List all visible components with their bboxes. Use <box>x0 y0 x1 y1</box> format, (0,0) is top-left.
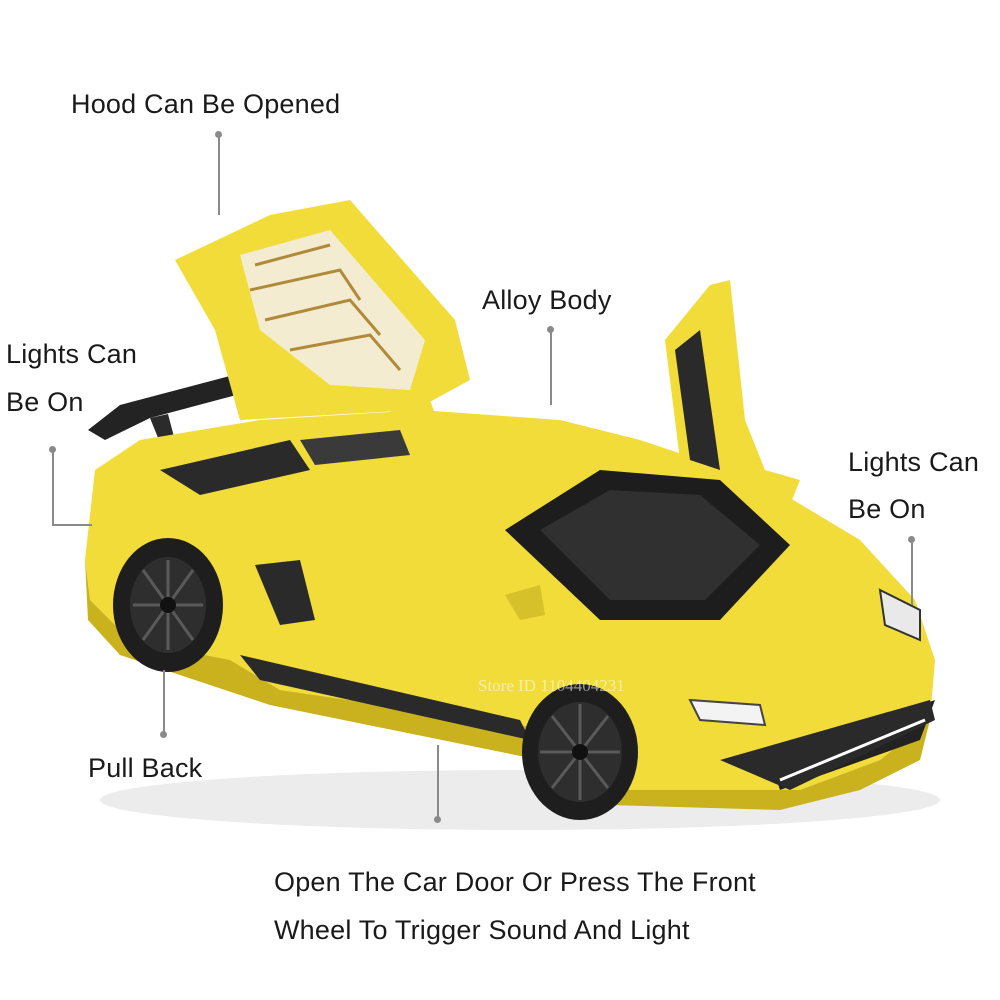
lights-left-label-line1: Lights Can <box>6 339 138 369</box>
front-wheel <box>522 684 638 820</box>
lights-left-label-line2: Be On <box>6 387 84 417</box>
door-label-line1: Open The Car Door Or Press The Front <box>274 867 756 897</box>
headlight <box>688 588 921 727</box>
alloy-body-label: Alloy Body <box>482 285 612 315</box>
pull-back-leader-dot <box>160 731 167 738</box>
lights-left-leader-dot <box>49 446 56 453</box>
store-watermark: Store ID 1104404231 <box>478 676 625 695</box>
pull-back-label: Pull Back <box>88 753 203 783</box>
hood-label: Hood Can Be Opened <box>71 89 341 119</box>
scissor-door-right <box>665 280 800 505</box>
hood-leader-line <box>218 135 220 215</box>
lights-right-label-line2: Be On <box>848 494 926 524</box>
lights-right-label-line1: Lights Can <box>848 447 980 477</box>
lights-left-leader-vertical <box>52 450 54 525</box>
lights-left-leader-horizontal <box>52 524 92 526</box>
lights-right-leader-dot <box>908 536 915 543</box>
door-leader-dot <box>434 816 441 823</box>
opened-engine-cover <box>175 200 470 420</box>
alloy-leader-dot <box>547 326 554 333</box>
door-label-line2: Wheel To Trigger Sound And Light <box>274 915 690 945</box>
pull-back-leader-line <box>163 670 165 735</box>
lights-right-leader-line <box>911 540 913 605</box>
alloy-leader-line <box>550 330 552 405</box>
door-leader-line <box>437 745 439 820</box>
scissor-door-left <box>390 400 545 620</box>
windshield <box>505 470 790 620</box>
hood-leader-dot <box>215 131 222 138</box>
rear-wheel <box>113 538 223 672</box>
